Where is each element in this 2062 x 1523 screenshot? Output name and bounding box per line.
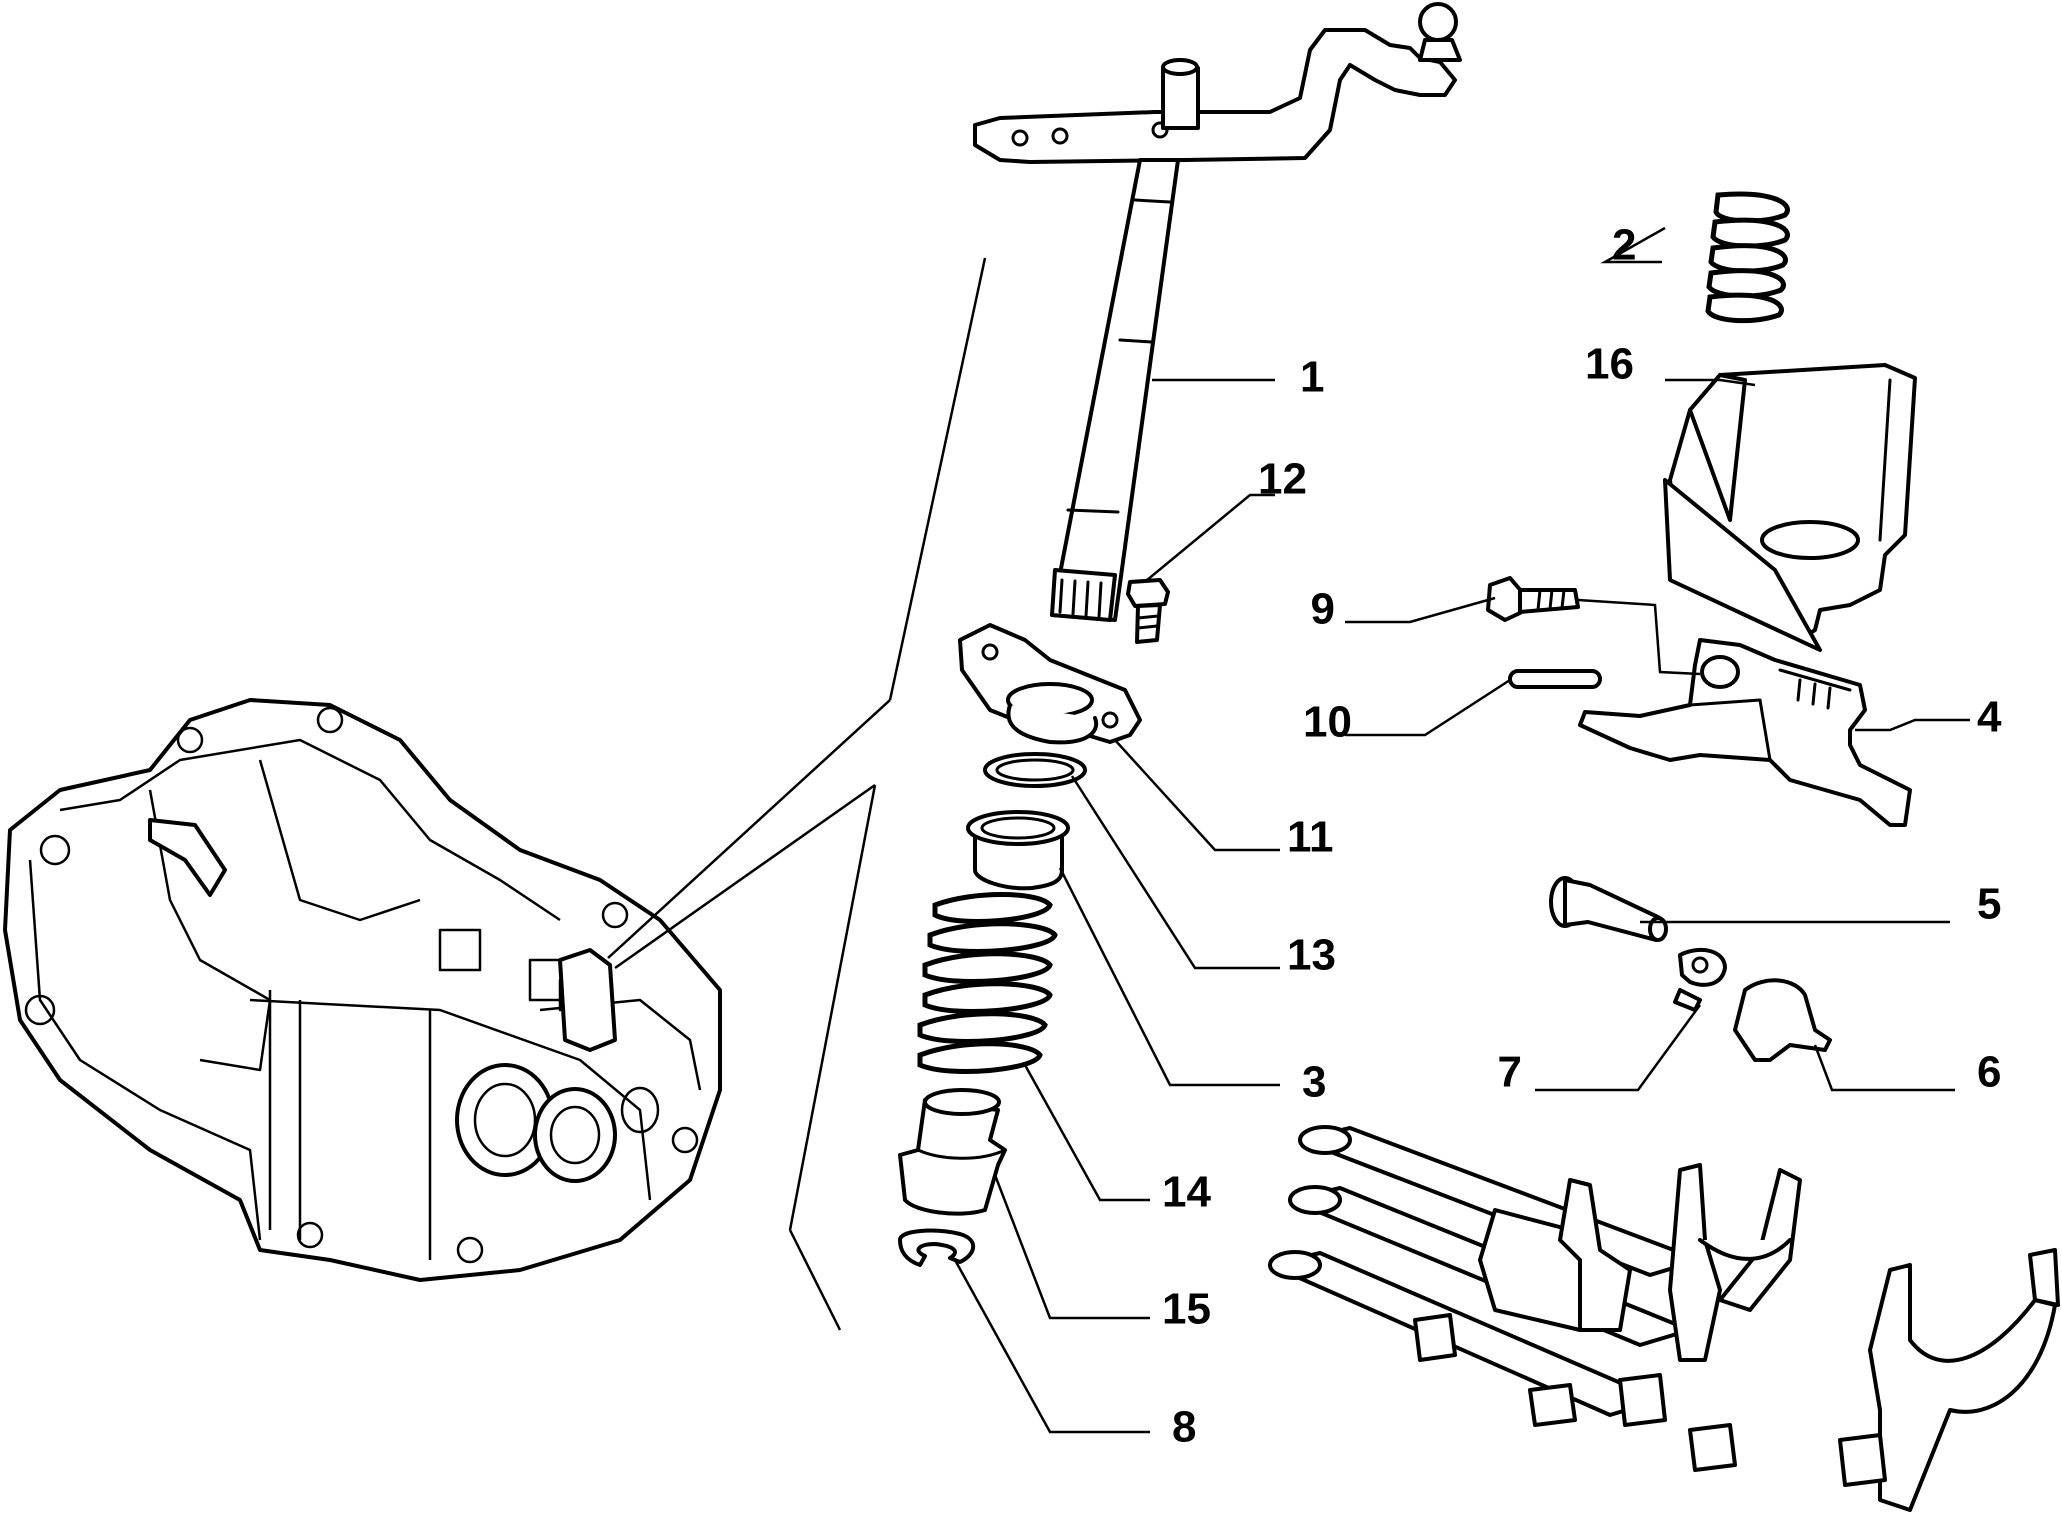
callout-13: 13 — [1287, 931, 1336, 980]
gasket-part-13 — [983, 752, 1087, 788]
bushing-part-15 — [898, 1088, 1007, 1216]
bolt-part-12 — [1126, 578, 1170, 644]
callout-1: 1 — [1300, 353, 1324, 402]
callout-4: 4 — [1977, 693, 2002, 742]
callout-9: 9 — [1311, 585, 1335, 634]
callout-15: 15 — [1162, 1285, 1211, 1334]
reference-lines — [607, 257, 987, 1331]
callout-3: 3 — [1302, 1058, 1326, 1107]
callout-leader-lines — [953, 226, 1970, 1434]
callout-6: 6 — [1977, 1048, 2001, 1097]
bushing-part-6 — [1733, 978, 1832, 1062]
selector-part-4 — [1578, 638, 1912, 827]
gearbox-housing-illustration — [3, 698, 722, 1282]
callout-8: 8 — [1172, 1403, 1196, 1452]
callout-10: 10 — [1303, 698, 1352, 747]
callout-labels: 1 2 3 4 5 6 7 8 9 10 11 12 13 14 15 16 — [1162, 221, 2002, 1452]
guide-plate-part-16 — [1663, 363, 1917, 652]
shift-rails-forks-illustration — [1268, 1125, 2060, 1512]
callout-7: 7 — [1498, 1048, 1522, 1097]
flange-part-11 — [958, 623, 1142, 745]
spring-part-14 — [917, 892, 1058, 1075]
pin-part-10 — [1508, 669, 1602, 689]
callout-16: 16 — [1585, 340, 1634, 389]
circlip-part-7 — [1673, 947, 1727, 1012]
pin-part-5 — [1549, 876, 1668, 942]
callout-2: 2 — [1612, 221, 1636, 270]
callout-11: 11 — [1287, 813, 1334, 862]
spring-part-2 — [1705, 191, 1790, 324]
shift-shaft-part-1 — [973, 2, 1462, 622]
callout-12: 12 — [1258, 455, 1307, 504]
sleeve-part-3 — [966, 810, 1070, 891]
bolt-part-9 — [1486, 576, 1580, 622]
e-clip-part-8 — [898, 1228, 976, 1267]
callout-5: 5 — [1977, 880, 2001, 929]
callout-14: 14 — [1162, 1168, 1211, 1217]
